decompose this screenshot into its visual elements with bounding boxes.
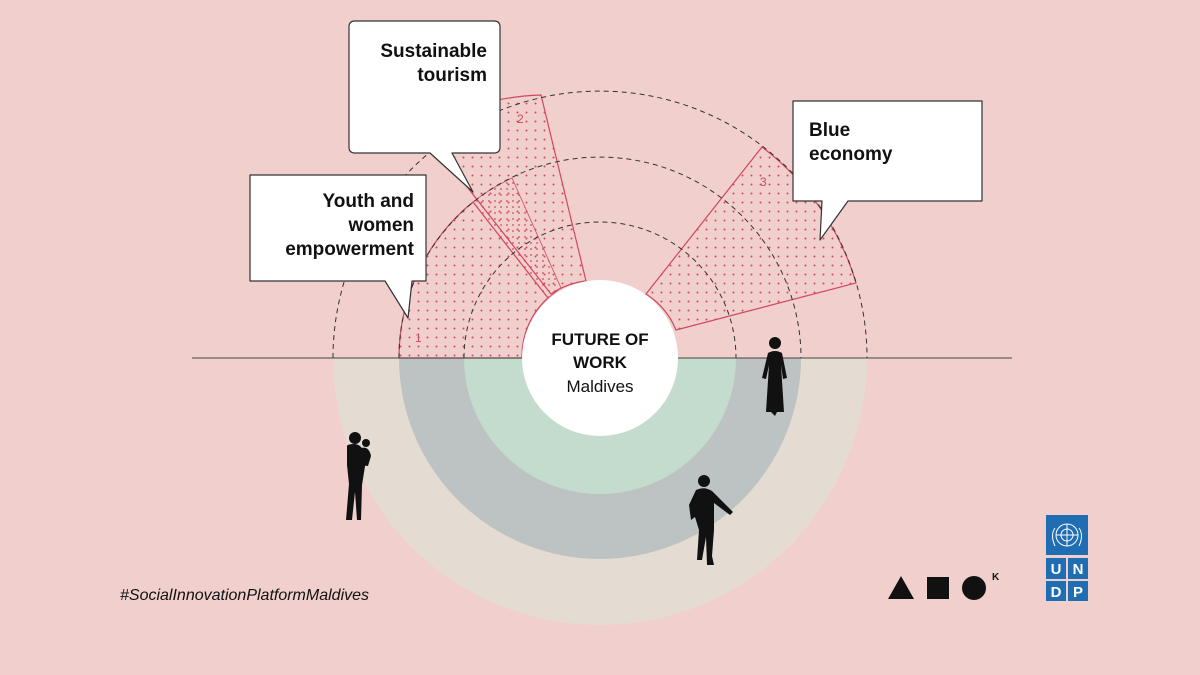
center-title-line1: FUTURE OF	[551, 330, 648, 349]
undp-letter-u: U	[1051, 561, 1062, 578]
callout-sustainable-tourism: Sustainable tourism	[348, 20, 501, 193]
center-circle	[522, 280, 678, 436]
callout-youth-women-line3: empowerment	[285, 239, 414, 260]
circle-icon	[962, 576, 986, 600]
square-icon	[927, 577, 949, 599]
sector-number-2: 2	[517, 112, 524, 126]
sector-number-3: 3	[760, 175, 767, 189]
callout-blue-economy: Blue economy	[792, 100, 983, 241]
woman-with-child-silhouette	[346, 432, 371, 520]
un-emblem-icon	[1052, 523, 1082, 547]
callout-youth-women-line2: women	[348, 215, 414, 236]
undp-letter-n: N	[1073, 561, 1084, 578]
undp-logo: U N D P	[1046, 515, 1088, 601]
lab-logo-superscript: K	[992, 572, 1000, 583]
callout-blue-line2: economy	[809, 144, 893, 165]
man-walking-silhouette	[689, 475, 733, 565]
center-title-line2: WORK	[573, 353, 628, 372]
triangle-icon	[888, 576, 914, 599]
dashed-ring-middle	[398, 156, 802, 359]
undp-letter-d: D	[1051, 584, 1062, 601]
callout-youth-women-line1: Youth and	[323, 191, 414, 212]
callout-tourism-line2: tourism	[417, 65, 487, 86]
hashtag-text: #SocialInnovationPlatformMaldives	[120, 587, 369, 604]
callout-blue-line1: Blue	[809, 120, 850, 141]
accelerator-lab-logo: K	[888, 572, 1000, 600]
center-subtitle: Maldives	[566, 377, 633, 396]
callout-tourism-line1: Sustainable	[380, 41, 487, 62]
woman-walking-silhouette	[762, 337, 787, 416]
callout-youth-women: Youth and women empowerment	[249, 174, 427, 319]
sector-overlap	[472, 177, 562, 299]
dashed-ring-inner	[463, 221, 737, 359]
sector-number-1: 1	[415, 331, 422, 345]
undp-letter-p: P	[1073, 584, 1083, 601]
